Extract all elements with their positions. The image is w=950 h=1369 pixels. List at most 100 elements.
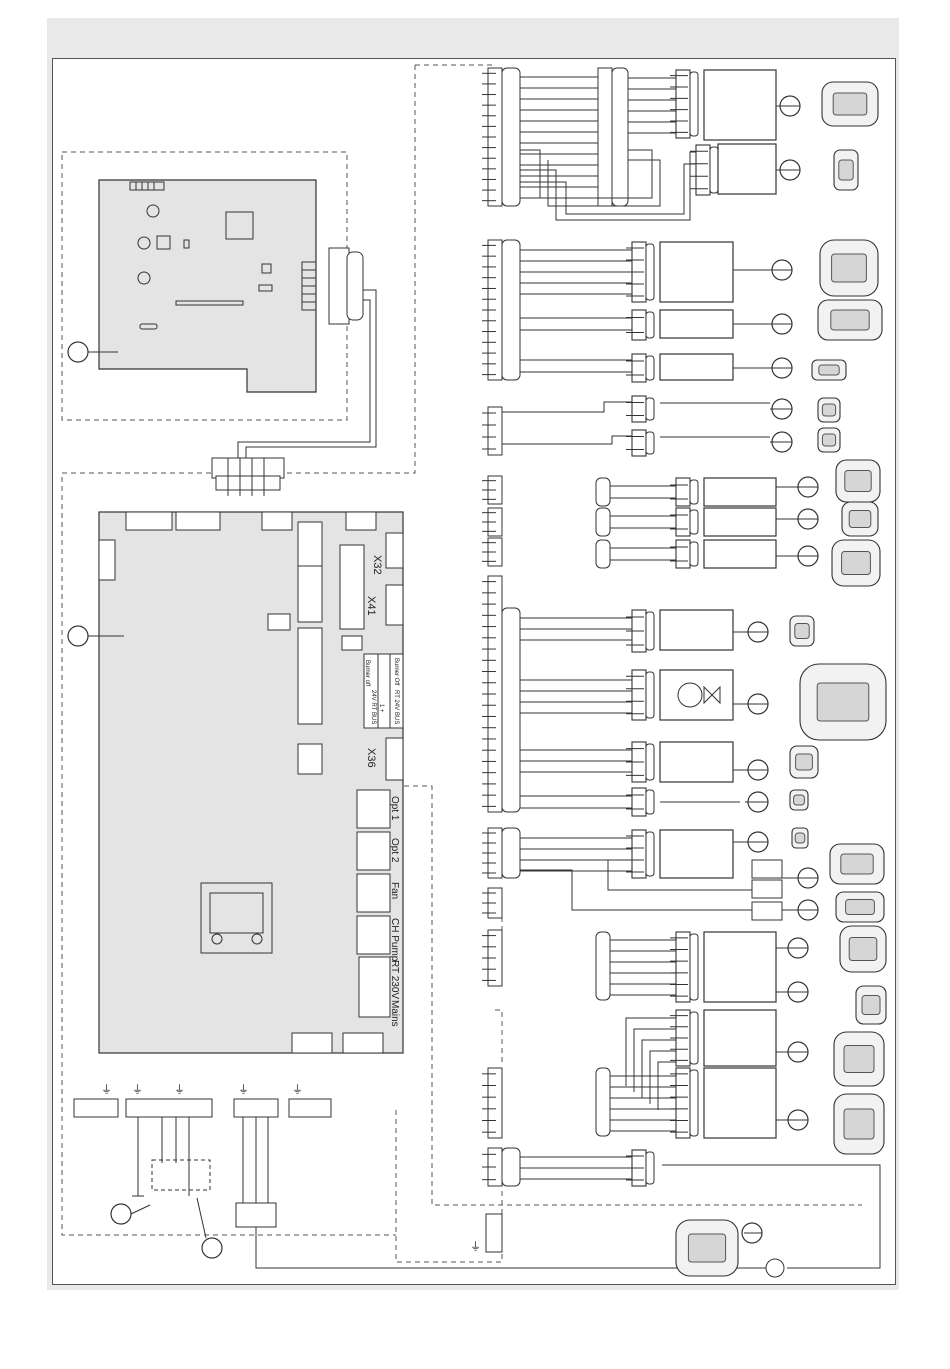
- burner-off-label-2: Burner off: [364, 660, 370, 687]
- module-box: [704, 932, 776, 1002]
- terminal-opt2-label: Opt 2: [389, 838, 400, 863]
- gas-valve-box: [704, 70, 776, 140]
- connector-plug: [646, 398, 654, 420]
- pressure-switch-connector: [632, 396, 646, 422]
- pressure-switch-connector: [632, 430, 646, 456]
- three-way-valve-box: [660, 670, 733, 720]
- pump-icon: [688, 1234, 725, 1262]
- connector-plug: [646, 744, 654, 780]
- rt24v-label-2: 24V RT: [370, 690, 376, 711]
- pressure-switch-icon: [822, 434, 835, 446]
- earth-symbol-icon: ⏚: [132, 1083, 143, 1096]
- fan-icon: [832, 254, 867, 282]
- connector-plug: [646, 312, 654, 338]
- spark-generator-box: [660, 830, 733, 878]
- sensor-connector: [696, 145, 710, 195]
- sensor-icon: [839, 160, 853, 180]
- temperature-sensor-box: [660, 354, 733, 380]
- x41-label: X41: [365, 596, 377, 616]
- spark-generator-icon: [795, 833, 805, 843]
- connector-plug: [646, 432, 654, 454]
- earth-symbol-icon: ⏚: [470, 1240, 481, 1253]
- connector-plug: [502, 608, 520, 812]
- connector-plug: [646, 356, 654, 380]
- connector: [596, 1068, 610, 1136]
- flow-sensor-box: [660, 610, 733, 650]
- wire: [520, 150, 652, 198]
- connector: [596, 932, 610, 1000]
- terminal-chpump-label: CH Pump: [389, 918, 400, 962]
- control-unit-connector: [676, 1068, 690, 1138]
- gas-valve-icon: [833, 93, 867, 115]
- ionization-electrode-icon: [845, 471, 871, 492]
- connector-plug: [502, 240, 520, 380]
- connector-plug: [710, 147, 718, 193]
- pump-circle: [766, 1259, 784, 1277]
- ignition-connector: [752, 902, 782, 920]
- connector-plug: [690, 1070, 698, 1136]
- connector-plug: [646, 612, 654, 650]
- connector-plug: [646, 790, 654, 814]
- connector: [596, 478, 610, 506]
- x36-label: X36: [365, 748, 377, 768]
- gas-valve-2-box: [660, 310, 733, 338]
- terminal-mains-label: Mains: [389, 1000, 400, 1027]
- ignition-connector: [752, 860, 782, 878]
- device-connector: [676, 540, 690, 568]
- temperature-sensor-connector: [632, 354, 646, 382]
- ignition-connector: [752, 880, 782, 898]
- connector-plug: [690, 934, 698, 1000]
- sensor-box: [718, 144, 776, 194]
- connector-plug: [646, 832, 654, 876]
- connector-plug: [646, 672, 654, 718]
- terminal-rt230v-label: RT 230V: [389, 960, 400, 999]
- module-box-icon: [849, 938, 877, 961]
- connector-plug: [502, 828, 520, 878]
- fan-box: [660, 242, 733, 302]
- x32-label: X32: [371, 555, 383, 575]
- connector-plug: [502, 68, 520, 206]
- ionization-probe-icon: [846, 900, 875, 915]
- connector-plug: [690, 542, 698, 566]
- three-way-valve-icon: [817, 683, 869, 721]
- connector: [596, 508, 610, 536]
- display-board: [62, 152, 376, 458]
- terminal-fan-label: Fan: [389, 882, 400, 899]
- connector-plug: [690, 510, 698, 534]
- callout-circle: [68, 342, 88, 362]
- gas-valve-connector: [676, 70, 690, 138]
- earth-symbol-icon: ⏚: [174, 1083, 185, 1096]
- wire: [634, 1029, 676, 1092]
- control-unit-icon: [844, 1109, 874, 1139]
- gas-valve-icon: [831, 310, 869, 330]
- connector: [598, 68, 612, 206]
- connector-plug: [690, 480, 698, 504]
- earth-symbol-icon: ⏚: [292, 1083, 303, 1096]
- bus-label-2: BUS: [370, 712, 376, 724]
- component-column: [482, 68, 886, 1277]
- device-connector: [676, 508, 690, 536]
- terminal-opt1-label: Opt 1: [389, 796, 400, 821]
- connector: [596, 540, 610, 568]
- gas-valve-2-connector: [632, 310, 646, 340]
- burner-off-label: Burner Off: [393, 658, 399, 686]
- device-connector: [676, 478, 690, 506]
- flow-sensor-icon: [795, 624, 809, 639]
- connector-plug: [690, 72, 698, 136]
- device-box: [704, 478, 776, 506]
- wire: [650, 1051, 676, 1104]
- connector-plug: [502, 1148, 520, 1186]
- spark-generator-connector: [632, 830, 646, 878]
- earth-symbol-icon: ⏚: [238, 1083, 249, 1096]
- terminal-strip: [488, 1068, 502, 1138]
- rt24v-label: RT 24V: [393, 690, 399, 710]
- connector-plug: [690, 1012, 698, 1064]
- control-panel-icon: [844, 1046, 874, 1073]
- main-control-board: X32 X41 X36 Burner Off Burner off 24V RT…: [68, 512, 403, 1053]
- connector-plug: [612, 68, 628, 206]
- wire: [502, 436, 632, 444]
- callout-circle: [111, 1204, 131, 1224]
- pressure-switch-icon: [822, 404, 835, 416]
- control-panel-box: [704, 1010, 776, 1066]
